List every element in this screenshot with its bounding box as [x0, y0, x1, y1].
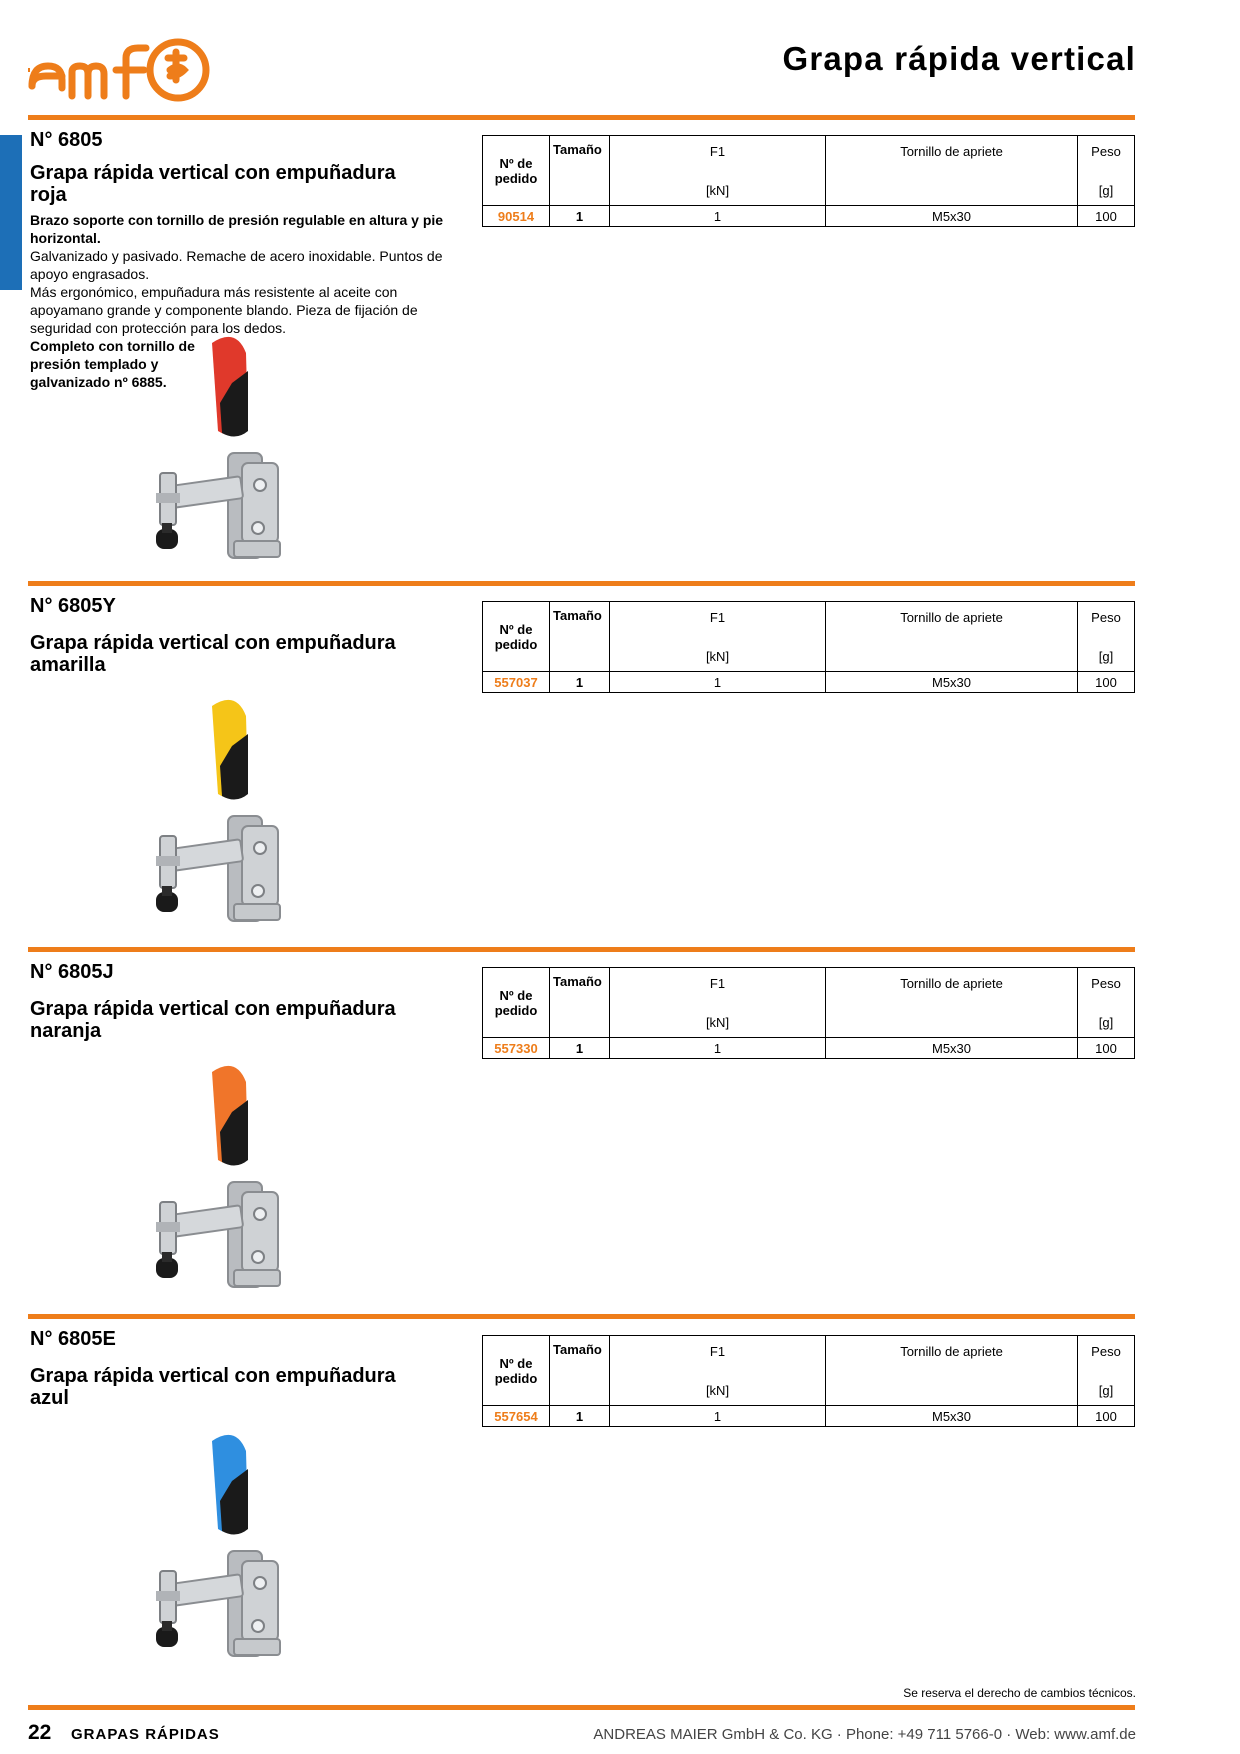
page-number: 22 [28, 1721, 52, 1744]
clamp-product-image [156, 1434, 281, 1657]
header-weight: Peso [1091, 976, 1121, 991]
section-divider [28, 1314, 1135, 1319]
company-contact: ANDREAS MAIER GmbH & Co. KG · Phone: +49… [593, 1726, 1136, 1743]
table-row: 557330 1 1 M5x30 100 [482, 1037, 1135, 1059]
header-screw: Tornillo de apriete [900, 1344, 1003, 1359]
f1-value: 1 [609, 671, 826, 693]
header-f1-unit: [kN] [705, 183, 730, 198]
chapter-tab-marker [0, 135, 22, 290]
header-order-no: Nº de pedido [482, 967, 550, 1038]
header-f1: F1 [709, 1344, 726, 1359]
f1-value: 1 [609, 205, 826, 227]
spec-table: Nº de pedido Tamaño F1 [kN] Tornillo de a… [482, 135, 1135, 227]
article-number: N° 6805J [30, 961, 114, 983]
f1-value: 1 [609, 1405, 826, 1427]
product-description: Brazo soporte con tornillo de presión re… [30, 211, 450, 391]
footer-divider [28, 1705, 1135, 1710]
header-f1: F1 [709, 610, 726, 625]
description-bold-2: Completo con tornillo de presión templad… [30, 338, 195, 390]
header-size: Tamaño [549, 601, 610, 672]
size-value: 1 [549, 1405, 610, 1427]
order-number[interactable]: 557330 [482, 1037, 550, 1059]
weight-value: 100 [1077, 671, 1135, 693]
spec-table: Nº de pedido Tamaño F1 [kN] Tornillo de a… [482, 601, 1135, 693]
screw-value: M5x30 [825, 671, 1078, 693]
table-row: 557037 1 1 M5x30 100 [482, 671, 1135, 693]
screw-value: M5x30 [825, 1037, 1078, 1059]
product-title: Grapa rápida vertical con empuñadura nar… [30, 998, 396, 1042]
header-size: Tamaño [549, 1335, 610, 1406]
header-weight: Peso [1091, 610, 1121, 625]
header-screw: Tornillo de apriete [900, 976, 1003, 991]
spec-table: Nº de pedido Tamaño F1 [kN] Tornillo de a… [482, 1335, 1135, 1427]
article-number: N° 6805Y [30, 595, 116, 617]
header-weight-unit: [g] [1098, 1383, 1114, 1398]
order-number[interactable]: 557654 [482, 1405, 550, 1427]
weight-value: 100 [1077, 1405, 1135, 1427]
article-number: N° 6805 [30, 129, 103, 151]
header-weight-unit: [g] [1098, 183, 1114, 198]
size-value: 1 [549, 205, 610, 227]
order-number[interactable]: 90514 [482, 205, 550, 227]
product-title: Grapa rápida vertical con empuñadura ama… [30, 632, 396, 676]
clamp-product-image [156, 699, 281, 922]
product-title: Grapa rápida vertical con empuñadura azu… [30, 1365, 396, 1409]
f1-value: 1 [609, 1037, 826, 1059]
screw-value: M5x30 [825, 1405, 1078, 1427]
section-divider [28, 947, 1135, 952]
header-weight: Peso [1091, 1344, 1121, 1359]
header-size: Tamaño [549, 135, 610, 206]
header-f1: F1 [709, 144, 726, 159]
header-weight: Peso [1091, 144, 1121, 159]
header-weight-unit: [g] [1098, 1015, 1114, 1030]
clamp-product-image [156, 1065, 281, 1288]
chapter-name: GRAPAS RÁPIDAS [71, 1726, 220, 1743]
header-weight-unit: [g] [1098, 649, 1114, 664]
table-row: 557654 1 1 M5x30 100 [482, 1405, 1135, 1427]
product-title: Grapa rápida vertical con empuñadura roj… [30, 162, 396, 206]
header-f1-unit: [kN] [705, 1383, 730, 1398]
weight-value: 100 [1077, 205, 1135, 227]
order-number[interactable]: 557037 [482, 671, 550, 693]
screw-value: M5x30 [825, 205, 1078, 227]
header-size: Tamaño [549, 967, 610, 1038]
description-line-2: Más ergonómico, empuñadura más resistent… [30, 284, 418, 336]
description-line-1: Galvanizado y pasivado. Remache de acero… [30, 248, 443, 282]
header-f1-unit: [kN] [705, 649, 730, 664]
header-screw: Tornillo de apriete [900, 610, 1003, 625]
header-order-no: Nº de pedido [482, 601, 550, 672]
size-value: 1 [549, 1037, 610, 1059]
size-value: 1 [549, 671, 610, 693]
article-number: N° 6805E [30, 1328, 116, 1350]
header-f1-unit: [kN] [705, 1015, 730, 1030]
section-divider [28, 115, 1135, 120]
header-f1: F1 [709, 976, 726, 991]
spec-table: Nº de pedido Tamaño F1 [kN] Tornillo de a… [482, 967, 1135, 1059]
table-row: 90514 1 1 M5x30 100 [482, 205, 1135, 227]
clamp-product-image [156, 336, 281, 559]
header-screw: Tornillo de apriete [900, 144, 1003, 159]
description-bold: Brazo soporte con tornillo de presión re… [30, 212, 444, 246]
amf-logo [28, 38, 210, 102]
weight-value: 100 [1077, 1037, 1135, 1059]
header-order-no: Nº de pedido [482, 1335, 550, 1406]
technical-changes-note: Se reserva el derecho de cambios técnico… [903, 1686, 1136, 1700]
header-order-no: Nº de pedido [482, 135, 550, 206]
page-title: Grapa rápida vertical [782, 40, 1136, 77]
section-divider [28, 581, 1135, 586]
